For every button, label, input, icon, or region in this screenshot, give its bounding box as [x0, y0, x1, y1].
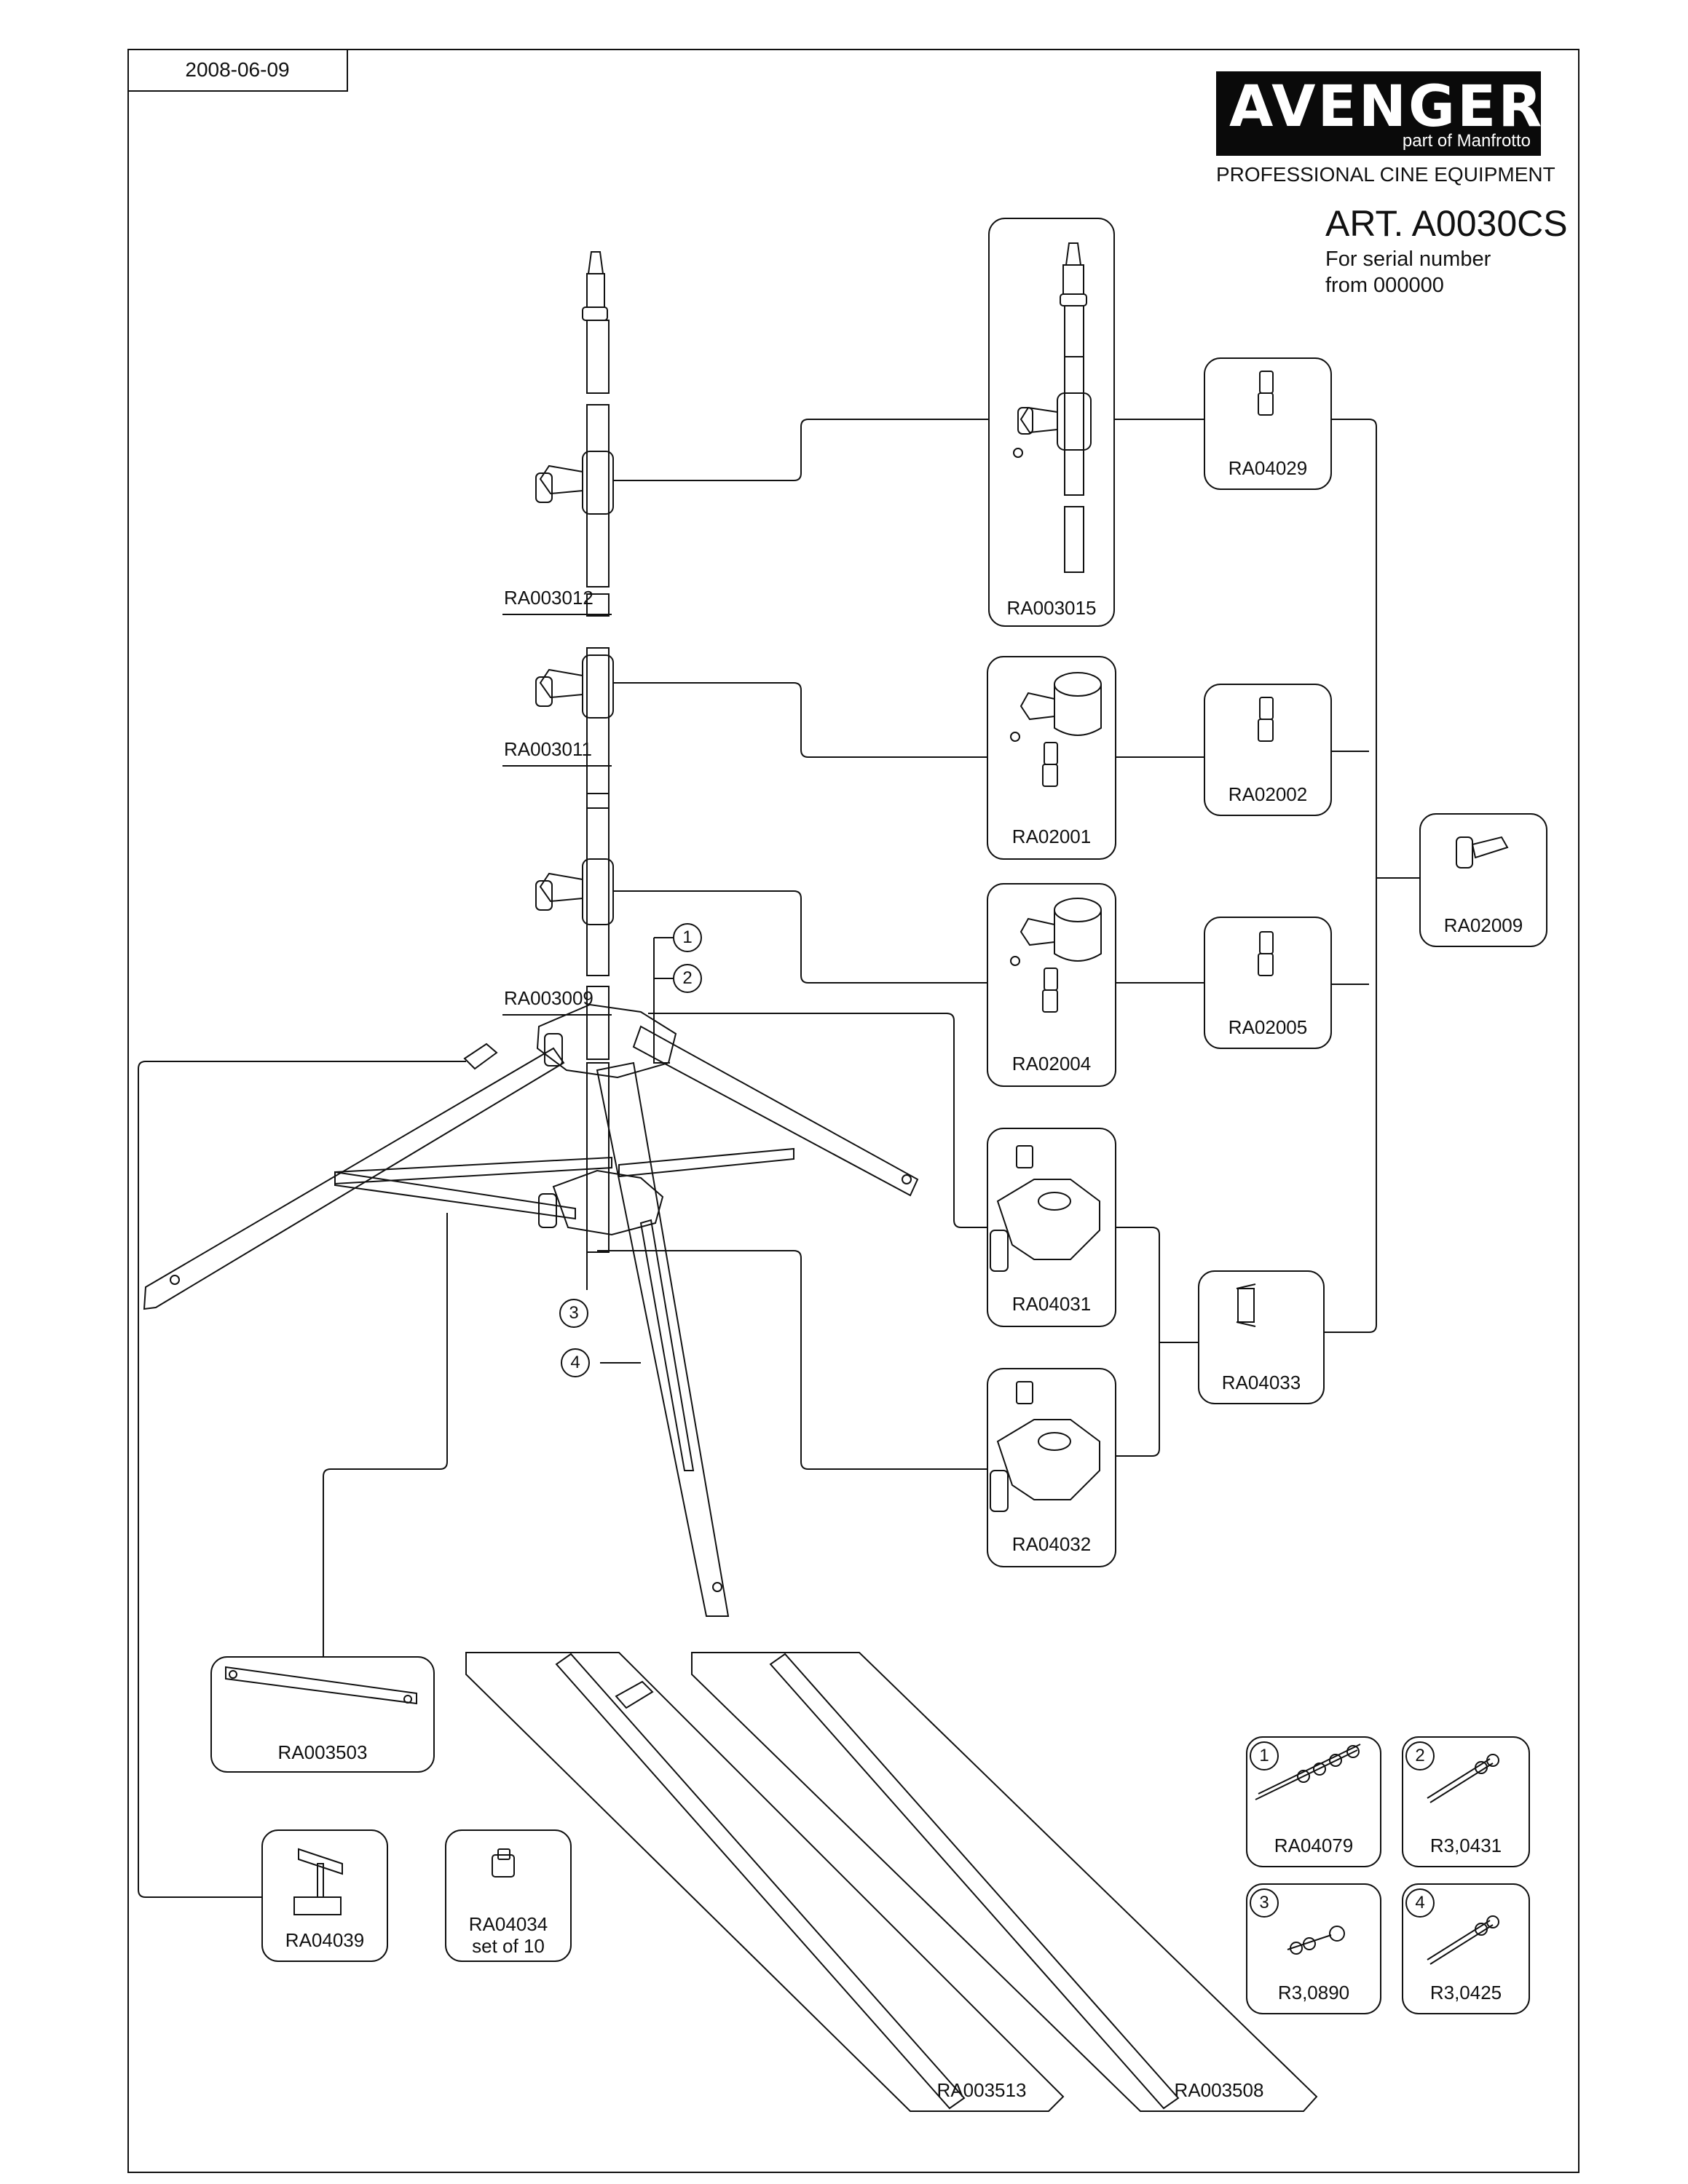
- part-label-ra02002: RA02002: [1228, 783, 1308, 805]
- part-box-ra003503: [210, 1656, 435, 1773]
- drawing-frame: [127, 49, 1579, 2173]
- part-sketch-ra02002: [1258, 697, 1274, 742]
- part-note-ra04034: set of 10: [472, 1935, 545, 1957]
- serial-note-line-1: For serial number: [1325, 248, 1491, 271]
- column-label-bottom: RA003009: [504, 987, 593, 1009]
- part-label-ra003513: RA003513: [936, 2079, 1027, 2101]
- part-label-ra02005: RA02005: [1228, 1016, 1308, 1038]
- part-sketch-r3-0425: [1427, 1915, 1499, 1965]
- callout-4: 4: [561, 1348, 590, 1377]
- brand-tagline: PROFESSIONAL CINE EQUIPMENT: [1216, 163, 1555, 186]
- part-sketch-ra04079: [1255, 1744, 1361, 1800]
- brand-logo: AVENGER part of Manfrotto: [1216, 71, 1545, 156]
- callout-1: 1: [673, 923, 702, 952]
- part-label-ra04032: RA04032: [1011, 1533, 1092, 1555]
- part-sketch-r3-0431: [1427, 1754, 1499, 1803]
- part-sketch-r3-0890: [1287, 1926, 1345, 1955]
- part-box-ra04039: [261, 1829, 388, 1962]
- part-box-ra02002: [1204, 684, 1332, 816]
- part-label-ra02009: RA02009: [1443, 914, 1523, 936]
- part-sketch-ra003015: [1013, 242, 1092, 573]
- part-sketch-ra04039: [293, 1848, 343, 1915]
- part-sketch-ra04031: [990, 1145, 1100, 1272]
- column-clamp-3: [535, 858, 614, 925]
- part-box-r3-0425: [1402, 1883, 1530, 2014]
- part-label-ra003508: RA003508: [1174, 2079, 1264, 2101]
- part-box-ra04033: [1198, 1270, 1325, 1404]
- part-label-ra04029: RA04029: [1228, 457, 1308, 479]
- part-sketch-ra003508: [769, 1653, 1180, 2110]
- part-label-ra003503: RA003503: [277, 1741, 368, 1763]
- part-box-r3-0890: [1246, 1883, 1381, 2014]
- part-sketch-ra04033: [1236, 1283, 1256, 1327]
- part-box-ra003508: [691, 1652, 1318, 2112]
- brand-name: AVENGER: [1229, 74, 1545, 140]
- part-sketch-ra003513: [555, 1653, 966, 2110]
- column-label-top: RA003012: [504, 587, 593, 609]
- part-label-ra04034: RA04034: [468, 1913, 548, 1935]
- part-label-ra04031: RA04031: [1011, 1293, 1092, 1315]
- part-sketch-ra04034: [492, 1848, 515, 1878]
- article-number: ART. A0030CS: [1325, 203, 1568, 244]
- part-box-ra003015: [988, 218, 1115, 627]
- part-label-ra003015: RA003015: [1006, 597, 1097, 619]
- part-label-ra02001: RA02001: [1011, 826, 1092, 847]
- callout-2: 2: [673, 964, 702, 993]
- stand-illustration: [143, 251, 919, 1617]
- part-sketch-ra02009: [1456, 836, 1509, 869]
- part-label-ra04039: RA04039: [285, 1929, 365, 1951]
- part-box-ra04032: [987, 1368, 1116, 1567]
- part-box-ra02004: [987, 883, 1116, 1087]
- part-sketch-ra04029: [1258, 371, 1274, 416]
- part-box-ra04029: [1204, 357, 1332, 490]
- part-sketch-ra04032: [990, 1381, 1100, 1512]
- part-box-ra04079: [1246, 1736, 1381, 1867]
- part-box-ra02005: [1204, 917, 1332, 1049]
- part-label-ra04033: RA04033: [1221, 1372, 1301, 1393]
- part-label-r3-0431: R3,0431: [1429, 1835, 1502, 1856]
- part-sketch-ra02005: [1258, 931, 1274, 976]
- part-label-ra02004: RA02004: [1011, 1053, 1092, 1075]
- brand-subtitle: part of Manfrotto: [1402, 131, 1531, 151]
- column-clamp-1: [535, 451, 614, 515]
- part-box-ra02009: [1419, 813, 1547, 947]
- part-sketch-ra003503: [225, 1666, 417, 1705]
- part-label-ra04079: RA04079: [1274, 1835, 1354, 1856]
- serial-note-line-2: from 000000: [1325, 274, 1444, 297]
- drawing-date: 2008-06-09: [128, 50, 348, 92]
- part-sketch-ra02004: [1010, 898, 1102, 1013]
- part-box-r3-0431: [1402, 1736, 1530, 1867]
- part-box-ra003513: [465, 1652, 1065, 2112]
- callout-3: 3: [559, 1299, 588, 1328]
- box-callout-2: 2: [1405, 1741, 1435, 1770]
- part-box-ra04034: [445, 1829, 572, 1962]
- column-clamp-2: [535, 654, 614, 719]
- box-callout-1: 1: [1250, 1741, 1279, 1770]
- part-label-r3-0425: R3,0425: [1429, 1982, 1502, 2003]
- part-sketch-ra02001: [1010, 672, 1102, 787]
- column-label-middle: RA003011: [504, 738, 592, 760]
- part-box-ra02001: [987, 656, 1116, 860]
- part-label-r3-0890: R3,0890: [1277, 1982, 1350, 2003]
- box-callout-3: 3: [1250, 1888, 1279, 1918]
- part-box-ra04031: [987, 1128, 1116, 1327]
- box-callout-4: 4: [1405, 1888, 1435, 1918]
